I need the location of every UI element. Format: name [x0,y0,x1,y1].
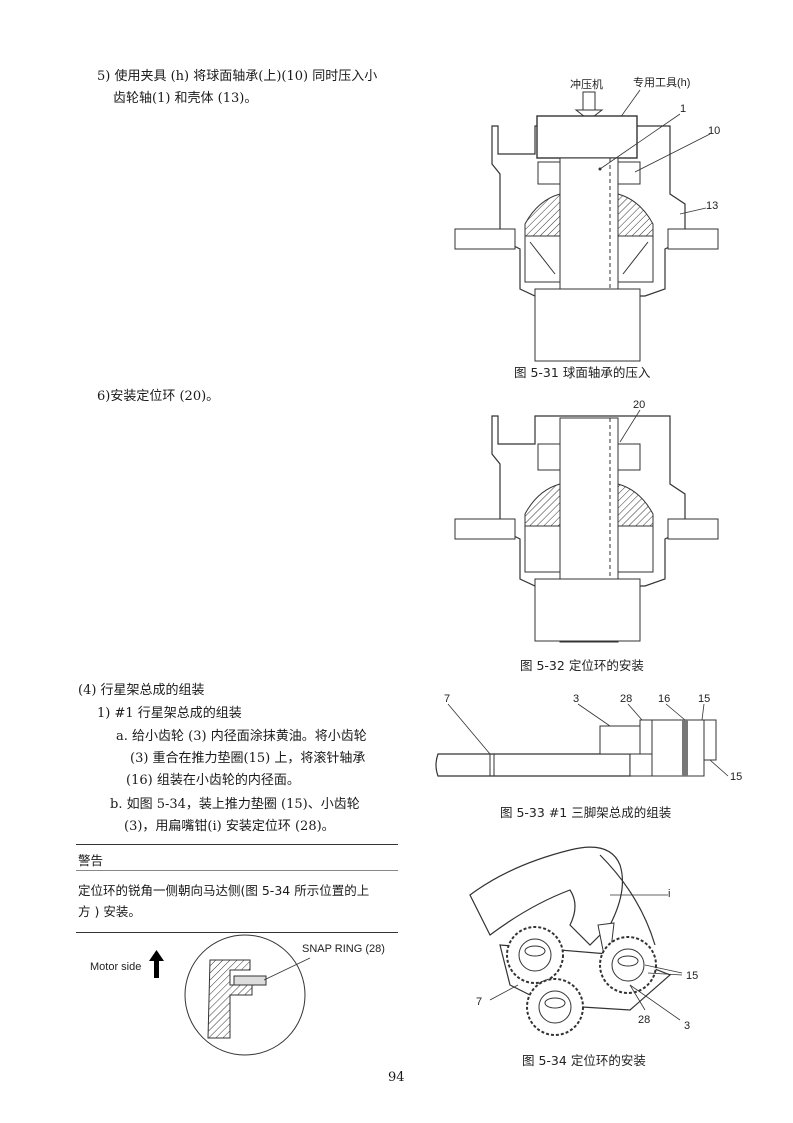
step-a: a. 给小齿轮 (3) 内径面涂抹黄油。将小齿轮 (3) 重合在推力垫圈(15)… [116,726,367,792]
hand-shape [469,846,624,946]
motor-side-label: Motor side [90,961,141,973]
fig-5-32-caption: 图 5-32 定位环的安装 [520,658,644,673]
housing-section [207,959,253,1039]
warning-line-1: 定位环的锐角一侧朝向马达侧(图 5-34 所示位置的上 [78,883,370,898]
figure-5-33: 7 3 28 16 15 15 [435,693,742,783]
sub-step-1: 1) #1 行星架总成的组装 [97,706,242,721]
special-tool-shape [536,115,638,159]
step-5-line-1: 5) 使用夹具 (h) 将球面轴承(上)(10) 同时压入小 [97,69,378,84]
snap-ring-shape [233,975,267,986]
callout-16: 16 [658,693,670,705]
step-5-line-2: 齿轮轴(1) 和壳体 (13)。 [113,91,258,106]
tool-label: 专用工具(h) [633,75,690,89]
callout-3: 3 [573,693,579,705]
callout-20: 20 [633,399,645,411]
snap-ring-label: SNAP RING (28) [302,943,385,955]
gear-right [599,936,657,994]
callout-7: 7 [444,693,450,705]
detail-circle [184,934,306,1056]
callout-15-bottom: 15 [730,771,742,783]
callout-3: 3 [684,1020,690,1032]
figure-5-34: i 15 7 28 3 [469,846,698,1036]
callout-7: 7 [476,996,482,1008]
callout-10: 10 [708,125,720,137]
figure-5-31: 冲压机 专用工具(h) 1 10 13 [454,75,720,362]
gear-left [506,926,564,984]
press-label: 冲压机 [570,77,603,91]
warning-body: 定位环的锐角一侧朝向马达侧(图 5-34 所示位置的上 方 ) 安装。 [78,880,369,922]
callout-13: 13 [706,200,718,212]
figure-5-32: 20 [454,399,719,643]
fig-5-31-caption: 图 5-31 球面轴承的压入 [514,365,651,380]
step-b: b. 如图 5-34，装上推力垫圈 (15)、小齿轮 (3)，用扁嘴钳(i) 安… [110,794,360,838]
down-arrow-icon [574,91,604,121]
callout-28: 28 [620,693,632,705]
callout-15: 15 [686,970,698,982]
step-6: 6)安装定位环 (20)。 [97,389,220,404]
step-a-line-1: a. 给小齿轮 (3) 内径面涂抹黄油。将小齿轮 [116,729,367,744]
fig-5-34-caption: 图 5-34 定位环的安装 [522,1053,646,1068]
step-a-line-2: (3) 重合在推力垫圈(15) 上，将滚针轴承 [130,751,366,766]
snap-ring-detail: Motor side SNAP RING (28) [90,934,385,1056]
step-5: 5) 使用夹具 (h) 将球面轴承(上)(10) 同时压入小 齿轮轴(1) 和壳… [97,66,377,110]
warning-line-2: 方 ) 安装。 [78,904,141,919]
step-a-line-3: (16) 组装在小齿轮的内径面。 [126,773,300,788]
callout-28: 28 [638,1014,650,1026]
warning-bottom-rule [76,932,398,933]
page-number: 94 [388,1070,405,1085]
callout-1: 1 [680,103,686,115]
fig-5-33-caption: 图 5-33 #1 三脚架总成的组装 [500,805,672,820]
callout-i: i [668,888,670,900]
step-b-line-2: (3)，用扁嘴钳(i) 安装定位环 (28)。 [124,819,335,834]
step-b-line-1: b. 如图 5-34，装上推力垫圈 (15)、小齿轮 [110,797,360,812]
warning-title: 警告 [78,853,104,868]
warning-title-rule [76,870,398,871]
gear-bottom [526,978,584,1036]
callout-15-top: 15 [698,693,710,705]
section-4-heading: (4) 行星架总成的组装 [78,683,205,698]
warning-top-rule [76,844,398,845]
up-arrow-icon [149,950,164,978]
